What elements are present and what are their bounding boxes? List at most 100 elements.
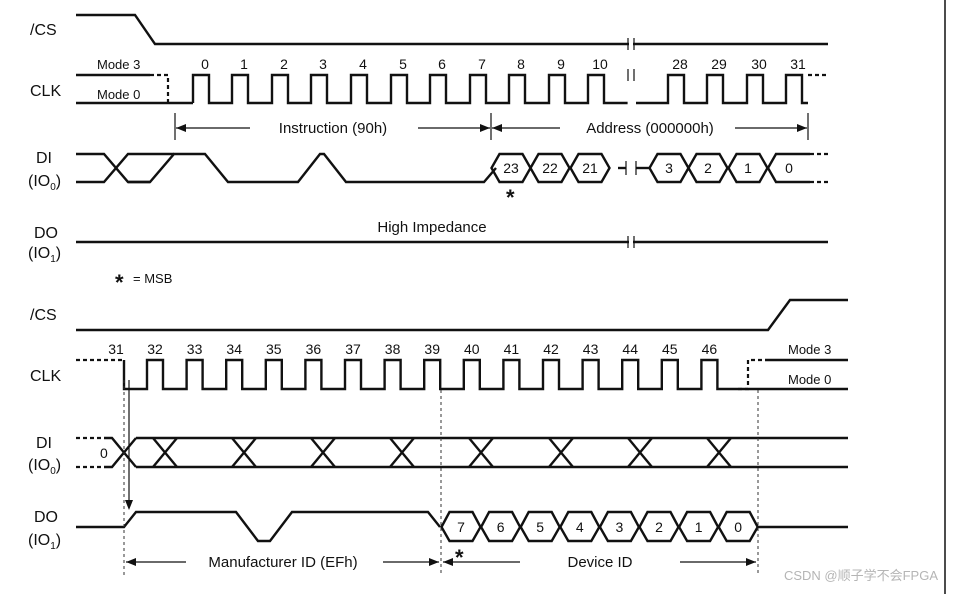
top-di-bit: 21 <box>582 160 598 176</box>
bottom-do-bit-cell <box>717 510 760 543</box>
bottom-clk-number: 46 <box>702 341 718 357</box>
bottom-do-bit: 4 <box>576 519 584 535</box>
bottom-device-arrowhead-right <box>746 558 756 566</box>
bottom-do-manuf-wave <box>76 510 441 543</box>
top-cs-wave <box>76 13 828 46</box>
bottom-clk-number: 43 <box>583 341 599 357</box>
top-di-bit: 23 <box>503 160 519 176</box>
bottom-di-bit0: 0 <box>100 445 108 461</box>
top-di-bit: 22 <box>542 160 558 176</box>
bottom-clk-number: 41 <box>504 341 520 357</box>
bottom-clk-number: 31 <box>108 341 124 357</box>
bottom-do-bit: 5 <box>536 519 544 535</box>
bottom-clk-wave <box>122 358 738 391</box>
top-di-bit: 1 <box>744 160 752 176</box>
top-di-bit: 3 <box>665 160 673 176</box>
top-clk-number: 31 <box>790 56 806 72</box>
top-clk-wave <box>191 73 808 105</box>
bottom-clk-number: 38 <box>385 341 401 357</box>
top-mode3-label: Mode 3 <box>97 57 140 72</box>
bottom-di-cross <box>310 437 336 468</box>
top-di-dc-low <box>76 152 174 184</box>
bottom-do-device-bits: 7 6 5 4 3 2 1 0 <box>440 510 760 543</box>
top-cs-label: /CS <box>30 22 57 39</box>
bottom-clk-number: 37 <box>345 341 361 357</box>
top-clk-number: 10 <box>592 56 608 72</box>
bottom-clk-number: 40 <box>464 341 480 357</box>
bottom-di-cross <box>389 437 415 468</box>
watermark: CSDN @顺子学不会FPGA <box>784 568 938 583</box>
bottom-manuf-arrowhead-left <box>126 558 136 566</box>
bottom-do-label: DO <box>34 509 58 526</box>
bottom-di-bit0-low <box>104 437 137 469</box>
bottom-do-bit: 7 <box>457 519 465 535</box>
top-addr-arrowhead-left <box>492 124 502 132</box>
bottom-clk-mode3-dash <box>738 358 765 391</box>
msb-note-text: = MSB <box>133 271 172 286</box>
bottom-clk-number: 32 <box>147 341 163 357</box>
top-address-label: Address (000000h) <box>586 120 714 137</box>
bottom-do-bit: 0 <box>734 519 742 535</box>
bottom-manufacturer-label: Manufacturer ID (EFh) <box>208 554 357 571</box>
top-di-io-label: (IO0) <box>28 173 61 193</box>
bottom-di-cross <box>548 437 574 468</box>
bottom-do-bit: 1 <box>695 519 703 535</box>
top-clk-number: 30 <box>751 56 767 72</box>
bottom-di-cross <box>627 437 653 468</box>
bottom-do-bit: 6 <box>497 519 505 535</box>
bottom-mode0-label: Mode 0 <box>788 372 831 387</box>
top-mode0-label: Mode 0 <box>97 87 140 102</box>
bottom-do-bit: 3 <box>616 519 624 535</box>
top-clk-label: CLK <box>30 83 61 100</box>
top-di-bit-cell <box>727 152 769 184</box>
top-di-bit-cell <box>569 152 611 184</box>
bottom-device-label: Device ID <box>567 554 632 571</box>
bottom-clk-number: 36 <box>306 341 322 357</box>
bottom-device-arrowhead-left <box>443 558 453 566</box>
top-di-bit: 0 <box>785 160 793 176</box>
top-msb-star: * <box>506 185 515 210</box>
top-clk-number: 7 <box>478 56 486 72</box>
top-clk-number: 5 <box>399 56 407 72</box>
bottom-di-dont-care <box>136 436 848 469</box>
msb-note-star: * <box>115 270 124 295</box>
top-di-bit: 2 <box>704 160 712 176</box>
top-instr-arrowhead-right <box>480 124 490 132</box>
bottom-do-io-label: (IO1) <box>28 532 61 552</box>
top-clk-number: 29 <box>711 56 727 72</box>
bottom-di-label: DI <box>36 435 52 452</box>
bottom-cs-wave <box>76 298 848 332</box>
top-high-impedance-label: High Impedance <box>377 219 486 236</box>
bottom-di-cross <box>706 437 732 468</box>
bottom-do-bit: 2 <box>655 519 663 535</box>
bottom-clk-number: 39 <box>424 341 440 357</box>
bottom-clk-number: 34 <box>226 341 242 357</box>
bottom-di-bit0-high <box>104 436 137 468</box>
bottom-clk-number: 35 <box>266 341 282 357</box>
top-do-label: DO <box>34 225 58 242</box>
bottom-di-cross <box>231 437 257 468</box>
top-instr-arrowhead-left <box>176 124 186 132</box>
top-clk-number: 3 <box>319 56 327 72</box>
bottom-di-cross <box>152 437 178 468</box>
bottom-clk-number: 33 <box>187 341 203 357</box>
top-di-dc-high <box>76 152 497 184</box>
top-do-io-label: (IO1) <box>28 245 61 265</box>
bottom-clk-number: 45 <box>662 341 678 357</box>
top-instruction-label: Instruction (90h) <box>279 120 387 137</box>
top-clk-number: 0 <box>201 56 209 72</box>
bottom-latency-arrowhead <box>125 500 133 510</box>
bottom-di-cross <box>468 437 494 468</box>
top-clk-number: 6 <box>438 56 446 72</box>
bottom-di-io-label: (IO0) <box>28 457 61 477</box>
bottom-manuf-arrowhead-right <box>429 558 439 566</box>
top-clk-number: 4 <box>359 56 367 72</box>
top-clk-number: 1 <box>240 56 248 72</box>
bottom-clk-number: 44 <box>622 341 638 357</box>
bottom-mode3-label: Mode 3 <box>788 342 831 357</box>
bottom-msb-star: * <box>455 545 464 570</box>
